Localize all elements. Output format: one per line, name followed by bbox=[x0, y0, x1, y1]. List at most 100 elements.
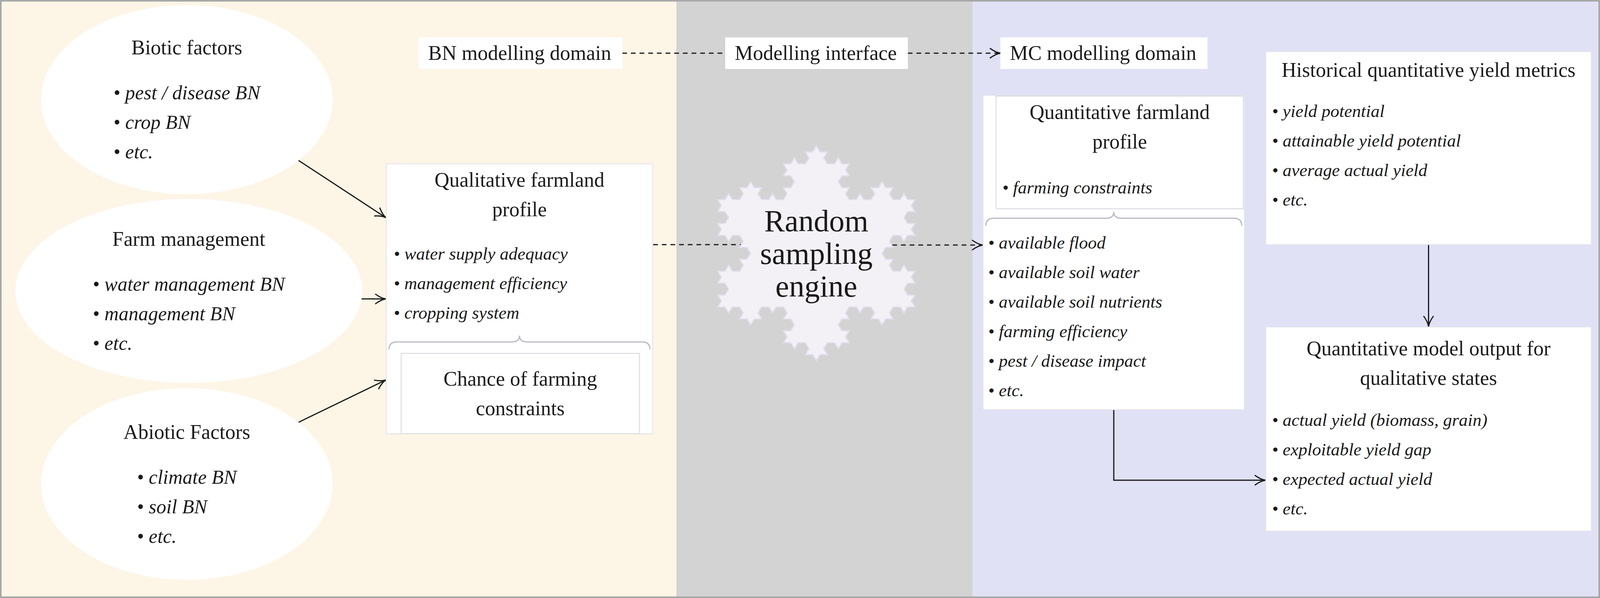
connector bbox=[883, 240, 983, 250]
arrow-head bbox=[375, 294, 386, 304]
brace-line bbox=[388, 335, 650, 350]
bullet-item: • pest / disease impact bbox=[988, 346, 1245, 376]
bullet-item: • available soil nutrients bbox=[988, 287, 1245, 317]
brace-line bbox=[985, 211, 1242, 226]
arrow-head bbox=[990, 48, 1001, 58]
connector bbox=[1424, 244, 1434, 327]
connector-line bbox=[883, 244, 983, 246]
bullet-item: • actual yield (biomass, grain) bbox=[1272, 405, 1591, 435]
bullet-item: • etc. bbox=[113, 137, 261, 167]
bullet-item: • exploitable yield gap bbox=[1272, 434, 1591, 465]
metrics-box: Historical quantitative yield metrics • y… bbox=[1265, 51, 1592, 245]
bullet-item: • water management BN bbox=[92, 269, 285, 299]
bullet-item: • etc. bbox=[137, 521, 238, 551]
domain-tag: MC modelling domain bbox=[1000, 37, 1208, 69]
connector-line bbox=[907, 52, 1001, 54]
heading-text: Historical quantitative yield metrics bbox=[1279, 55, 1579, 85]
bullet-item: • etc. bbox=[92, 328, 285, 358]
ellipse-content: Biotic factors • pest / disease BN• crop … bbox=[40, 5, 333, 195]
connector-line bbox=[653, 244, 749, 246]
profile-box: Quantitative farmland profile • farming c… bbox=[995, 95, 1244, 210]
arrow-head bbox=[1255, 475, 1266, 485]
arrow-head bbox=[374, 379, 386, 389]
bullet-list: • actual yield (biomass, grain)• exploit… bbox=[1266, 405, 1591, 524]
ellipse-fill bbox=[40, 5, 333, 195]
box-content: Qualitative farmland profile • water supp… bbox=[386, 164, 653, 328]
bullet-item: • cropping system bbox=[393, 298, 653, 328]
bn-domain-panel bbox=[0, 0, 677, 598]
sampling-engine: Random sampling engine bbox=[717, 144, 916, 362]
heading-text: Qualitative farmland profile bbox=[409, 164, 630, 225]
bullet-item: • management BN bbox=[92, 298, 285, 329]
domain-tag-text: MC modelling domain bbox=[1009, 38, 1199, 69]
bullet-item: • etc. bbox=[1272, 493, 1591, 524]
heading-text: Farm management bbox=[112, 224, 265, 254]
connector bbox=[1113, 409, 1266, 485]
constraint-box: Chance of farming constraints bbox=[400, 352, 640, 434]
connector bbox=[907, 48, 1001, 58]
connector bbox=[298, 160, 386, 218]
box-content: Chance of farming constraints bbox=[401, 353, 639, 434]
bullet-item: • available soil water bbox=[988, 257, 1245, 288]
domain-tag-text: Modelling interface bbox=[734, 38, 899, 69]
bullet-list: • farming constraints bbox=[996, 172, 1243, 203]
factor-ellipse: Farm management • water management BN• ma… bbox=[15, 198, 363, 383]
heading-text: Biotic factors bbox=[131, 32, 243, 63]
snowflake-fill bbox=[717, 146, 915, 361]
bullet-item: • management efficiency bbox=[393, 268, 653, 299]
ellipse-fill bbox=[15, 198, 363, 383]
bullet-item: • farming efficiency bbox=[988, 316, 1245, 347]
bullet-item: • soil BN bbox=[137, 491, 238, 522]
interface-panel bbox=[676, 0, 973, 598]
connector-line bbox=[298, 160, 386, 218]
bullet-item: • climate BN bbox=[137, 462, 238, 492]
connector-line bbox=[1113, 409, 1266, 480]
heading-text: Quantitative model output for qualitativ… bbox=[1275, 333, 1583, 393]
factor-ellipse: Abiotic Factors• climate BN• soil BN• et… bbox=[40, 387, 333, 580]
bullet-item: • average actual yield bbox=[1272, 155, 1591, 186]
domain-tag: Modelling interface bbox=[725, 37, 908, 69]
domain-tag-text: BN modelling domain bbox=[427, 38, 613, 69]
arrow-head bbox=[972, 240, 983, 250]
bullet-list: • water supply adequacy• management effi… bbox=[386, 238, 653, 328]
bullet-list: • water management BN• management BN• et… bbox=[92, 269, 285, 358]
heading-text: Chance of farming constraints bbox=[422, 363, 619, 423]
factor-ellipse: Biotic factors • pest / disease BN• crop … bbox=[40, 5, 333, 195]
bullet-item: • expected actual yield bbox=[1272, 464, 1591, 494]
bullet-item: • crop BN bbox=[113, 107, 261, 138]
heading-text: Quantitative farmland profile bbox=[1013, 97, 1226, 157]
connector-line bbox=[1427, 244, 1430, 327]
connector bbox=[298, 379, 386, 423]
brace bbox=[386, 334, 653, 350]
bullet-item: • attainable yield potential bbox=[1272, 125, 1591, 156]
engine-label: Random sampling engine bbox=[741, 204, 892, 303]
bullet-list: • yield potential• attainable yield pote… bbox=[1266, 96, 1591, 215]
profile-box: Qualitative farmland profile • water supp… bbox=[385, 163, 654, 434]
ellipse-content: Abiotic Factors• climate BN• soil BN• et… bbox=[40, 387, 333, 580]
bullet-item: • available flood bbox=[988, 227, 1245, 258]
arrow-head bbox=[1424, 316, 1434, 327]
bullet-list: • pest / disease BN• crop BN• etc. bbox=[113, 77, 261, 167]
connector bbox=[622, 53, 726, 54]
box-content: Historical quantitative yield metrics • y… bbox=[1266, 51, 1591, 215]
brace bbox=[983, 210, 1245, 226]
connector bbox=[361, 294, 386, 304]
output-box: Quantitative model output for qualitativ… bbox=[1265, 326, 1592, 532]
bullet-item: • pest / disease BN bbox=[113, 77, 261, 108]
bullet-item: • yield potential bbox=[1272, 96, 1591, 126]
mc-domain-panel bbox=[972, 0, 1600, 598]
profile-box: • available flood• available soil water•… bbox=[982, 94, 1245, 410]
domain-tag: BN modelling domain bbox=[418, 37, 623, 69]
connector-line bbox=[622, 52, 726, 54]
bullet-item: • farming constraints bbox=[1002, 172, 1243, 203]
bullet-item: • water supply adequacy bbox=[393, 238, 653, 269]
bullet-list: • available flood• available soil water•… bbox=[983, 227, 1245, 406]
engine-content: Random sampling engine bbox=[717, 144, 916, 362]
connector-line bbox=[298, 379, 386, 423]
box-content: Quantitative farmland profile • farming c… bbox=[996, 96, 1243, 203]
ellipse-content: Farm management • water management BN• ma… bbox=[15, 198, 363, 383]
bullet-list: • climate BN• soil BN• etc. bbox=[137, 462, 238, 551]
arrow-head bbox=[374, 207, 386, 218]
